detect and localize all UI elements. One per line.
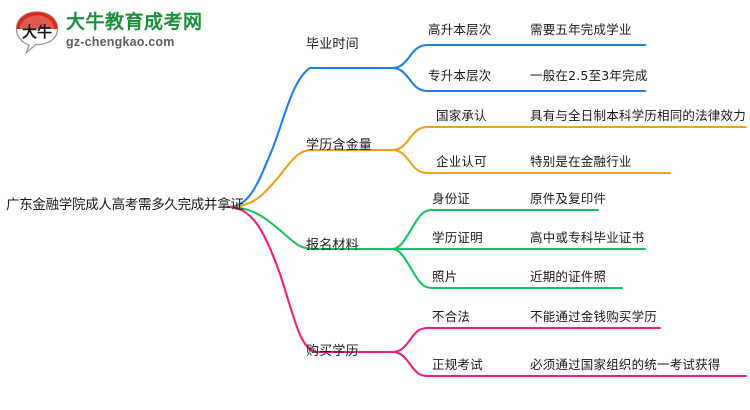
sub-label-4-2[interactable]: 正规考试 <box>432 357 483 372</box>
logo-wordmark: 大牛教育成考网 gz-chengkao.com <box>66 10 231 50</box>
sub-label-1-2[interactable]: 专升本层次 <box>428 68 492 83</box>
sub-label-4-1[interactable]: 不合法 <box>432 309 471 324</box>
branch-connector-3 <box>226 205 647 290</box>
sub-detail-4-2: 必须通过国家组织的统一考试获得 <box>530 357 721 372</box>
branch-label-application-materials[interactable]: 报名材料 <box>306 238 359 253</box>
branch-connector-2 <box>226 125 748 209</box>
branch-connector-1 <box>226 43 647 209</box>
logo-mark-icon: 大牛 <box>15 11 59 54</box>
sub-detail-3-3: 近期的证件照 <box>530 269 607 284</box>
sub-detail-1-2: 一般在2.5至3年完成 <box>530 68 648 83</box>
sub-label-3-2[interactable]: 学历证明 <box>432 230 483 245</box>
branch-label-graduation-time[interactable]: 毕业时间 <box>306 37 359 52</box>
sub-detail-2-2: 特别是在金融行业 <box>530 154 632 169</box>
branch-label-degree-value[interactable]: 学历含金量 <box>306 138 373 153</box>
branch-connector-4 <box>226 205 748 378</box>
sub-detail-4-1: 不能通过金钱购买学历 <box>530 309 658 324</box>
sub-detail-3-2: 高中或专科毕业证书 <box>530 230 645 245</box>
logo-name-en: gz-chengkao.com <box>66 35 175 49</box>
sub-detail-2-1: 具有与全日制本科学历相同的法律效力 <box>530 108 746 123</box>
sub-label-2-1[interactable]: 国家承认 <box>436 108 487 123</box>
sub-detail-1-1: 需要五年完成学业 <box>530 22 632 37</box>
site-logo: 大牛 大牛教育成考网 gz-chengkao.com <box>14 8 229 56</box>
logo-name-cn: 大牛教育成考网 <box>66 11 203 33</box>
sub-detail-3-1: 原件及复印件 <box>530 191 607 206</box>
svg-text:大牛: 大牛 <box>22 23 52 41</box>
sub-label-1-1[interactable]: 高升本层次 <box>428 22 492 37</box>
sub-label-3-1[interactable]: 身份证 <box>432 191 471 206</box>
sub-label-2-2[interactable]: 企业认可 <box>436 154 487 169</box>
branch-label-buy-degree[interactable]: 购买学历 <box>306 344 359 359</box>
sub-label-3-3[interactable]: 照片 <box>432 269 458 284</box>
root-node-title: 广东金融学院成人高考需多久完成并拿证 <box>6 197 244 213</box>
